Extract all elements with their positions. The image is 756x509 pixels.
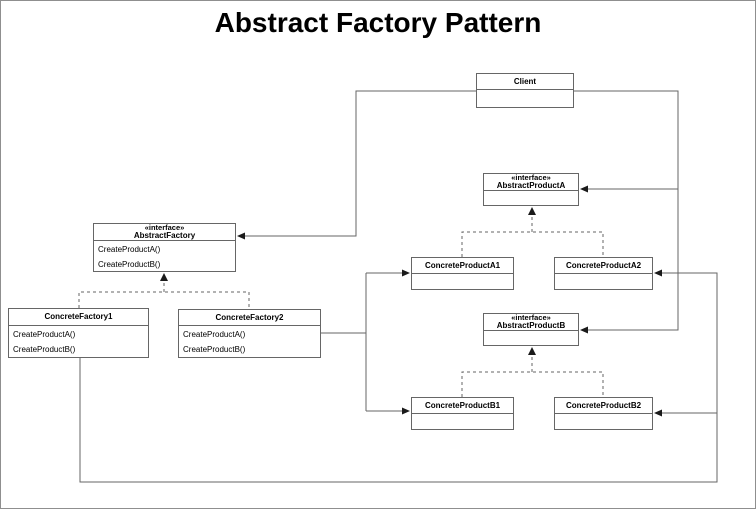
class-concrete-productB1-empty-compartment (412, 414, 513, 429)
class-concrete-productA2[interactable]: ConcreteProductA2 (554, 257, 653, 290)
diagram-title: Abstract Factory Pattern (214, 7, 542, 38)
method-label: CreateProductA() (13, 330, 76, 339)
stereotype-label: «interface» (511, 313, 551, 322)
class-client-title: Client (477, 74, 573, 90)
edge-factories-realize-abstractfactory (78, 273, 250, 309)
method-label: CreateProductB() (13, 345, 76, 354)
class-concrete-productB2[interactable]: ConcreteProductB2 (554, 397, 653, 430)
class-concrete-productA1[interactable]: ConcreteProductA1 (411, 257, 514, 290)
class-abstract-productA[interactable]: «interface» AbstractProductA (483, 173, 579, 206)
class-abstract-productB[interactable]: «interface» AbstractProductB (483, 313, 579, 346)
edge-client-abstractproducts (574, 90, 679, 334)
class-concrete-factory2[interactable]: ConcreteFactory2 CreateProductA() Create… (178, 309, 321, 358)
method-label: CreateProductA() (98, 245, 161, 254)
class-abstract-productB-empty-compartment (484, 331, 578, 345)
stereotype-label: «interface» (511, 173, 551, 182)
method-label: CreateProductB() (98, 260, 161, 269)
class-concrete-productB2-empty-compartment (555, 414, 652, 429)
class-abstract-productA-title: «interface» AbstractProductA (484, 174, 578, 191)
class-abstract-factory-title: «interface» AbstractFactory (94, 224, 235, 241)
class-abstract-productA-empty-compartment (484, 191, 578, 205)
stereotype-label: «interface» (144, 223, 185, 232)
class-client[interactable]: Client (476, 73, 574, 108)
class-name-label: AbstractProductA (496, 181, 566, 190)
class-concrete-factory2-title: ConcreteFactory2 (179, 310, 320, 326)
class-abstract-factory-methods: CreateProductA() CreateProductB() (94, 241, 235, 272)
class-concrete-productA1-empty-compartment (412, 274, 513, 289)
edge-productsA-realize-abstractproductA (461, 207, 604, 257)
class-concrete-factory1[interactable]: ConcreteFactory1 CreateProductA() Create… (8, 308, 149, 358)
class-concrete-factory1-methods: CreateProductA() CreateProductB() (9, 326, 148, 357)
edge-concretefactory1-products2 (79, 269, 718, 483)
class-concrete-productB1-title: ConcreteProductB1 (412, 398, 513, 414)
class-name-label: AbstractFactory (133, 231, 196, 240)
class-concrete-productB2-title: ConcreteProductB2 (555, 398, 652, 414)
edge-productsB-realize-abstractproductB (461, 347, 604, 397)
class-concrete-productA2-empty-compartment (555, 274, 652, 289)
method-label: CreateProductB() (183, 345, 246, 354)
class-abstract-productB-title: «interface» AbstractProductB (484, 314, 578, 331)
edge-client-abstractfactory (237, 90, 476, 240)
class-concrete-factory1-title: ConcreteFactory1 (9, 309, 148, 326)
edge-concretefactory2-products1 (321, 269, 410, 415)
class-concrete-productA1-title: ConcreteProductA1 (412, 258, 513, 274)
class-abstract-factory[interactable]: «interface» AbstractFactory CreateProduc… (93, 223, 236, 272)
class-client-empty-compartment (477, 90, 573, 107)
class-concrete-factory2-methods: CreateProductA() CreateProductB() (179, 326, 320, 357)
class-concrete-productB1[interactable]: ConcreteProductB1 (411, 397, 514, 430)
method-label: CreateProductA() (183, 330, 246, 339)
class-name-label: AbstractProductB (496, 321, 566, 330)
class-concrete-productA2-title: ConcreteProductA2 (555, 258, 652, 274)
